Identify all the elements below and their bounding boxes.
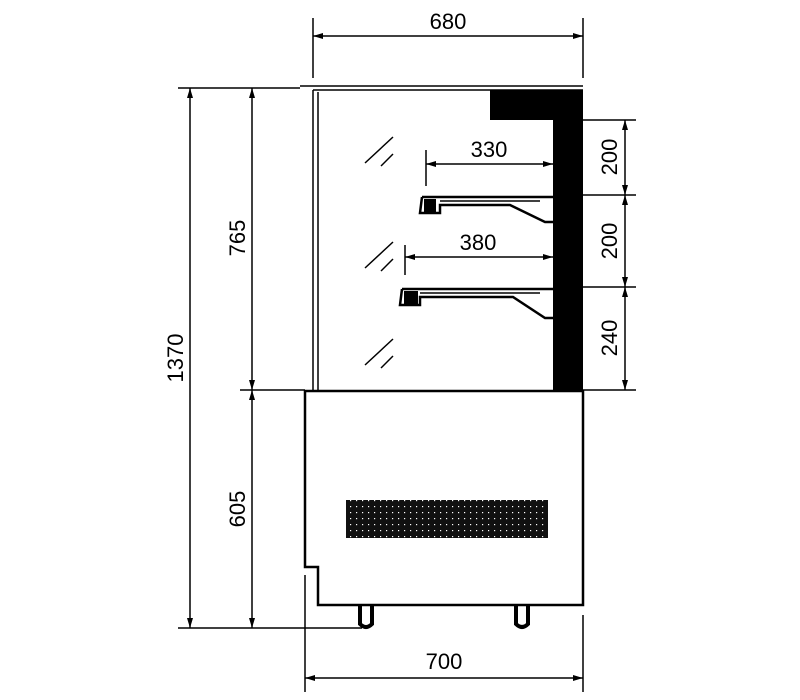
dimension-bottom-width: 700 — [304, 575, 584, 692]
rear-column — [553, 118, 583, 390]
foot-rear — [514, 605, 530, 629]
shelf-lower — [398, 287, 553, 320]
dimension-top-width: 680 — [312, 9, 584, 78]
upper-display-case: 330 380 — [300, 85, 583, 390]
dimension-label-380: 380 — [460, 230, 497, 255]
dimension-label-765: 765 — [225, 220, 250, 257]
dimension-label-605: 605 — [225, 491, 250, 528]
dimension-shelf-spacing: 200 200 240 — [583, 119, 636, 391]
ventilation-grille — [346, 500, 548, 538]
dimension-label-330: 330 — [471, 137, 508, 162]
top-canopy-block — [490, 90, 583, 120]
glass-hatch-icon — [364, 136, 394, 369]
dimension-label-700: 700 — [426, 649, 463, 674]
dimension-label-200-middle: 200 — [597, 223, 622, 260]
shelf-upper — [418, 195, 553, 224]
foot-front — [358, 605, 374, 629]
dimension-label-240: 240 — [597, 320, 622, 357]
base-cabinet — [303, 389, 585, 629]
dimension-label-680: 680 — [430, 9, 467, 34]
dimension-heights: 1370 765 605 — [163, 87, 362, 629]
dimension-label-1370: 1370 — [163, 334, 188, 383]
dimension-label-200-top: 200 — [597, 139, 622, 176]
